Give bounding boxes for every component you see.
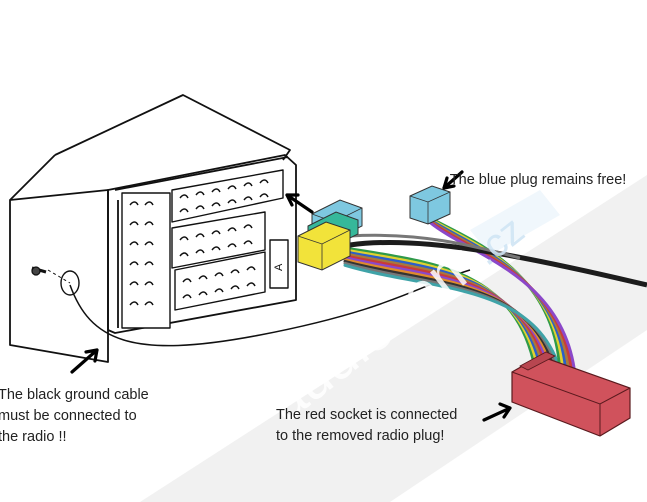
ground-line-1: The black ground cable <box>0 387 149 403</box>
grey-cable <box>349 233 521 260</box>
pins-middle <box>179 224 253 257</box>
red-line-2: to the removed radio plug! <box>276 428 445 444</box>
ground-line-2: must be connected to <box>0 408 137 424</box>
yellow-plug <box>297 221 351 271</box>
arrow-blue-plug <box>442 170 464 190</box>
wire-free-5 <box>428 221 577 377</box>
ground-dash <box>47 269 71 284</box>
arrow-red-socket <box>482 402 512 422</box>
pins-upper <box>179 179 269 213</box>
ground-line-3: the radio !! <box>0 429 67 445</box>
blue-plug-free <box>409 185 451 225</box>
arrow-connector <box>285 193 314 214</box>
ground-cable-label: The black ground cable must be connected… <box>0 385 149 448</box>
arrow-ground <box>70 348 99 374</box>
connector-pins <box>129 179 269 306</box>
red-socket-label: The red socket is connected to the remov… <box>276 405 457 447</box>
wire-9 <box>343 263 563 376</box>
wire-bundle <box>343 216 577 377</box>
iso-marking: A <box>273 263 285 271</box>
blue-plug-text: The blue plug remains free! <box>449 172 627 188</box>
wire-7 <box>343 259 557 374</box>
red-line-1: The red socket is connected <box>276 407 458 423</box>
ground-cable <box>69 269 471 347</box>
pins-left <box>129 201 154 306</box>
blue-plug-label: The blue plug remains free! <box>442 149 627 191</box>
pins-lower <box>182 266 256 299</box>
ground-screw <box>31 266 47 276</box>
radio-unit <box>9 94 297 363</box>
red-socket <box>511 351 631 437</box>
black-cable <box>349 239 647 288</box>
wire-8 <box>343 261 560 375</box>
